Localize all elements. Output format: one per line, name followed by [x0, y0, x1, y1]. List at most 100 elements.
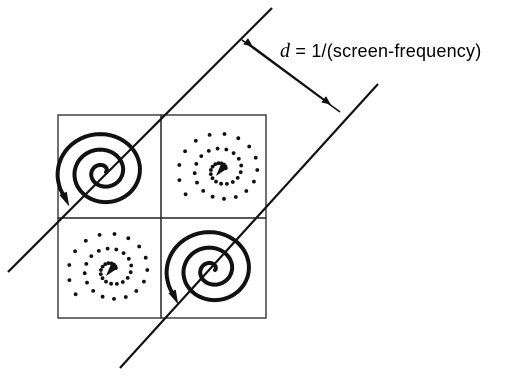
spiral-dot [85, 280, 89, 285]
spiral-dot [247, 144, 252, 149]
spiral-center-arrowhead [106, 264, 118, 276]
spiral-top-left [55, 132, 142, 207]
spiral-dot [216, 161, 221, 166]
spiral-dot [73, 249, 77, 254]
spiral-dot [236, 156, 241, 161]
spiral-dot [67, 263, 72, 267]
spiral-bottom-left [67, 232, 150, 301]
spiral-dot [207, 133, 212, 137]
spiral-dot [121, 251, 126, 256]
spiral-arrowhead [168, 289, 179, 305]
spiral-dot [225, 182, 229, 186]
spiral-dot [91, 289, 96, 293]
spiral-dot [183, 192, 188, 197]
spiral-dot [236, 136, 241, 141]
spiral-dot [209, 168, 213, 172]
spiral-dot [233, 195, 238, 199]
spiral-dot [210, 194, 215, 199]
spiral-dot [126, 256, 131, 261]
spiral-dot [109, 281, 113, 286]
spiral-dot [100, 276, 105, 281]
spiral-dot [210, 176, 215, 181]
spiral-dot [143, 255, 148, 260]
spiral-dot [255, 168, 260, 172]
spiral-dot [192, 171, 197, 176]
spiral-layer [55, 132, 260, 305]
spiral-dot [195, 180, 199, 185]
spiral-dot [120, 280, 125, 284]
spiral-dot [82, 271, 87, 276]
spiral-dot [252, 179, 256, 184]
spiral-dot [214, 179, 218, 184]
spiral-dot [244, 189, 249, 193]
spiral-dot [224, 147, 229, 152]
spiral-center-arrowhead [216, 164, 228, 176]
spiral-dot [96, 249, 101, 253]
screen-lines [7, 7, 379, 369]
distance-dimension-line [243, 38, 331, 105]
spiral-dot [235, 176, 240, 180]
spiral-dot [183, 149, 188, 154]
spiral-dot [219, 161, 224, 166]
spiral-dot [222, 197, 226, 201]
spiral-dot [106, 261, 111, 266]
spiral-dot [238, 170, 243, 175]
spiral-dot [126, 236, 131, 241]
solid-spiral-stroke [164, 230, 251, 303]
spiral-dot [230, 180, 235, 184]
spiral-dot [89, 254, 94, 258]
spiral-dot [215, 146, 220, 151]
spiral-dot [193, 138, 198, 143]
spiral-dot [142, 279, 146, 284]
spiral-dot [97, 233, 102, 237]
spiral-top-right [177, 132, 260, 201]
spiral-dot [84, 262, 89, 266]
spiral-dot [67, 278, 72, 282]
spiral-dot [98, 272, 103, 276]
distance-expression: = 1/(screen-frequency) [295, 41, 482, 61]
spiral-dot [112, 232, 117, 236]
cell-bottom-right [160, 217, 267, 319]
spiral-dot [112, 297, 116, 301]
spiral-dot [103, 262, 108, 267]
spiral-dot [104, 279, 108, 284]
spiral-dot [231, 151, 236, 156]
spiral-dot [83, 238, 88, 243]
spiral-dot [134, 289, 139, 293]
spiral-dot [125, 276, 130, 280]
spiral-dot [206, 149, 211, 153]
screen-line-upper [7, 7, 273, 273]
spiral-dot [100, 294, 105, 299]
spiral-dot [73, 292, 78, 297]
spiral-arrowhead [59, 191, 70, 207]
solid-spiral-stroke [55, 132, 142, 205]
spiral-dot [123, 295, 128, 299]
spiral-bottom-right [164, 230, 251, 305]
spiral-dot [100, 264, 105, 269]
spiral-dot [222, 132, 227, 136]
spiral-dot [219, 181, 224, 186]
spiral-dot [239, 163, 244, 168]
spiral-dot [201, 189, 206, 193]
spiral-dot [99, 268, 103, 272]
spiral-dot [137, 244, 142, 249]
spiral-dot [199, 154, 204, 159]
spiral-dot [208, 172, 213, 177]
cell-grid [57, 114, 267, 319]
spiral-dot [115, 282, 119, 286]
spiral-dot [210, 164, 215, 169]
spiral-dot [105, 246, 110, 251]
spiral-dot [194, 162, 199, 166]
screen-line-lower [119, 83, 379, 369]
spiral-dot [129, 263, 134, 268]
spiral-dot [213, 162, 218, 167]
spiral-dot [128, 270, 133, 275]
spiral-dot [253, 155, 258, 160]
spiral-dot [177, 178, 182, 183]
distance-arrow [241, 38, 341, 113]
spiral-dot [114, 247, 119, 252]
spiral-dot [145, 268, 150, 272]
spiral-dot [177, 163, 182, 167]
